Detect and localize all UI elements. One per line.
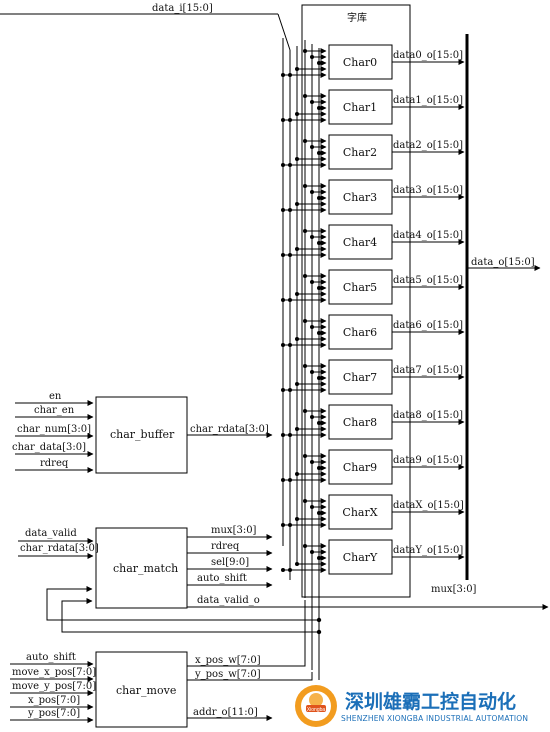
- char-rdata-out-label: char_rdata[3:0]: [190, 424, 269, 435]
- char-block-group: Char1 data1_o[15:0]: [281, 89, 465, 125]
- char-output-label: data1_o[15:0]: [393, 95, 463, 106]
- buffer-input-label: char_data[3:0]: [12, 442, 86, 453]
- move-output-label: y_pos_w[7:0]: [194, 669, 261, 680]
- move-input-label: auto_shift: [26, 652, 76, 663]
- char-block-label: Char7: [343, 371, 377, 384]
- char-block-group: CharX dataX_o[15:0]: [281, 494, 465, 530]
- char-block-group: Char2 data2_o[15:0]: [281, 134, 465, 170]
- char-output-label: data5_o[15:0]: [393, 275, 463, 286]
- char-move-title: char_move: [116, 684, 176, 697]
- char-block-group: Char9 data9_o[15:0]: [281, 449, 465, 485]
- char-block-group: Char7 data7_o[15:0]: [281, 359, 465, 395]
- data-o-label: data_o[15:0]: [471, 257, 535, 268]
- char-block-group: Char4 data4_o[15:0]: [281, 224, 465, 260]
- char-block-group: CharY dataY_o[15:0]: [281, 539, 465, 575]
- char-block-label: Char1: [343, 101, 377, 114]
- char-block-label: Char0: [343, 56, 377, 69]
- char-output-label: data0_o[15:0]: [393, 50, 463, 61]
- move-input-label: move_y_pos[7:0]: [12, 681, 96, 692]
- distribution-wires: [282, 38, 320, 680]
- move-input-label: x_pos[7:0]: [28, 695, 80, 706]
- char-output-label: data2_o[15:0]: [393, 140, 463, 151]
- logo-name-cn: 深圳雄霸工控自动化: [345, 690, 516, 713]
- char-move-block: [95, 651, 188, 728]
- char-output-label: dataY_o[15:0]: [393, 545, 463, 556]
- move-output-label: addr_o[11:0]: [193, 707, 258, 718]
- char-block-label: Char6: [343, 326, 377, 339]
- char-block-group: Char3 data3_o[15:0]: [281, 179, 465, 215]
- match-output-label: sel[9:0]: [211, 557, 249, 568]
- char-block-label: CharY: [343, 551, 378, 564]
- move-input-label: move_x_pos[7:0]: [12, 667, 96, 678]
- move-output-label: x_pos_w[7:0]: [195, 655, 261, 666]
- char-match-block: [95, 527, 188, 609]
- feedback-wires: [46, 586, 319, 633]
- char-block-label: Char3: [343, 191, 377, 204]
- match-output-label: data_valid_o: [197, 595, 260, 606]
- logo-name-en: SHENZHEN XIONGBA INDUSTRIAL AUTOMATION: [341, 714, 528, 723]
- y-pos-w-wire: [187, 672, 313, 681]
- company-logo: Xiongba 深圳雄霸工控自动化 SHENZHEN XIONGBA INDUS…: [295, 685, 528, 727]
- logo-badge-text: Xiongba: [307, 707, 326, 713]
- buffer-input-label: char_en: [34, 405, 75, 416]
- buffer-input-label: en: [49, 391, 62, 402]
- char-block-label: Char8: [343, 416, 377, 429]
- match-output-label: mux[3:0]: [211, 525, 257, 536]
- data-i-label: data_i[15:0]: [152, 3, 213, 14]
- match-output-label: auto_shift: [197, 573, 247, 584]
- library-title: 字库: [347, 11, 367, 24]
- buffer-input-label: char_num[3:0]: [17, 424, 91, 435]
- char-output-label: data9_o[15:0]: [393, 455, 463, 466]
- char-block-group: Char0 data0_o[15:0]: [281, 44, 465, 80]
- move-input-label: y_pos[7:0]: [27, 708, 80, 719]
- mux-label: mux[3:0]: [431, 584, 477, 595]
- char-match-title: char_match: [113, 562, 178, 575]
- char-output-label: dataX_o[15:0]: [393, 500, 464, 511]
- char-block-group: Char6 data6_o[15:0]: [281, 314, 465, 350]
- char-output-label: data4_o[15:0]: [393, 230, 463, 241]
- char-block-group: Char8 data8_o[15:0]: [281, 404, 465, 440]
- char-block-label: Char9: [343, 461, 377, 474]
- library-frame: [301, 4, 411, 598]
- char-block-label: Char4: [343, 236, 377, 249]
- char-block-label: CharX: [342, 506, 377, 519]
- char-block-label: Char2: [343, 146, 377, 159]
- match-input-label: char_rdata[3:0]: [20, 543, 99, 554]
- buffer-input-label: rdreq: [40, 458, 69, 469]
- char-block-group: Char5 data5_o[15:0]: [281, 269, 465, 305]
- char-output-label: data6_o[15:0]: [393, 320, 463, 331]
- match-output-label: rdreq: [211, 541, 240, 552]
- char-output-label: data7_o[15:0]: [393, 365, 463, 376]
- char-block-label: Char5: [343, 281, 377, 294]
- match-input-label: data_valid: [25, 528, 77, 539]
- char-output-label: data3_o[15:0]: [393, 185, 463, 196]
- x-pos-w-wire: [187, 600, 306, 667]
- char-output-label: data8_o[15:0]: [393, 410, 463, 421]
- char-buffer-title: char_buffer: [110, 428, 175, 441]
